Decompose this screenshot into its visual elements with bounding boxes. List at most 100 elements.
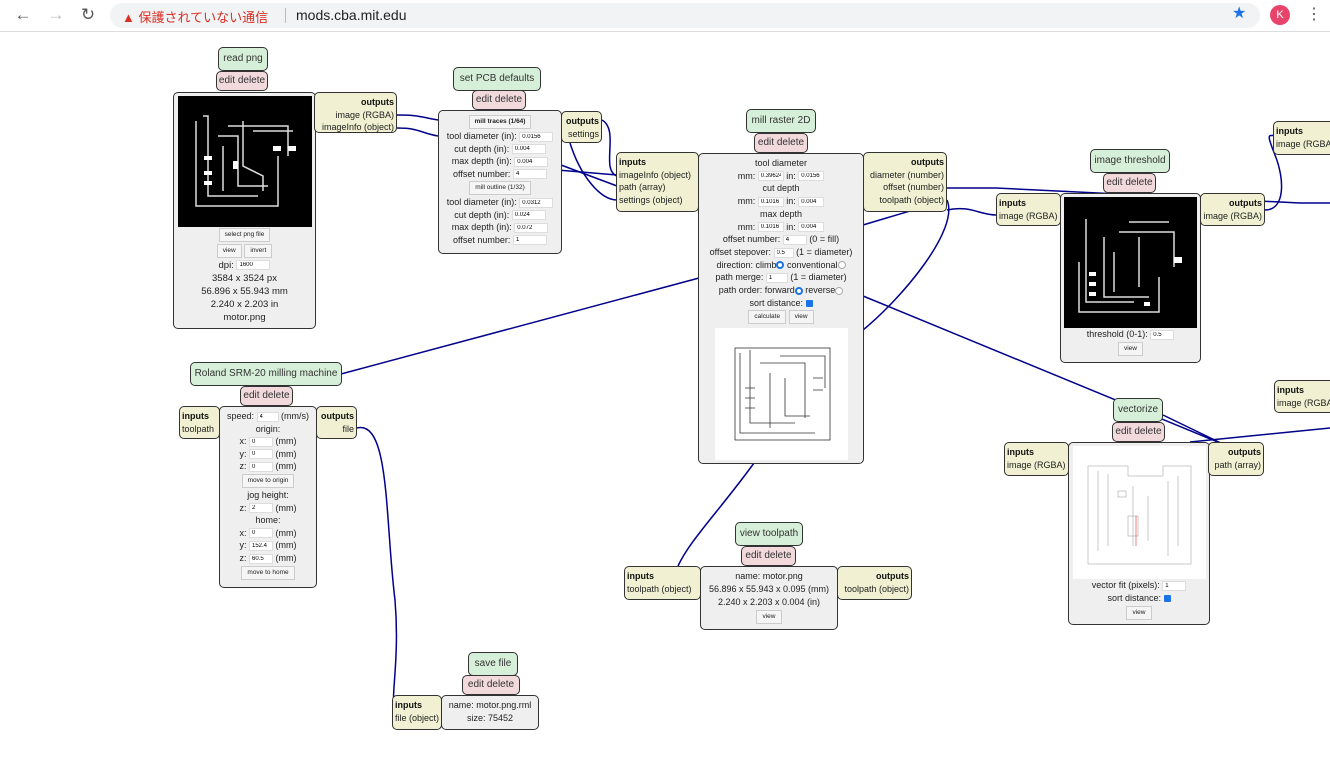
move-to-origin-button[interactable]: move to origin [241, 473, 295, 488]
input-port[interactable]: toolpath (object) [627, 583, 692, 594]
output-port[interactable]: file [342, 423, 354, 434]
conventional-radio[interactable] [837, 261, 846, 270]
profile-avatar[interactable]: K [1270, 5, 1290, 25]
home-z-input[interactable] [249, 553, 273, 564]
output-port[interactable]: image (RGBA) [335, 109, 394, 120]
roland-inputs[interactable]: inputs toolpath [179, 406, 220, 439]
set-pcb-defaults-title[interactable]: set PCB defaults [453, 67, 541, 91]
reload-icon[interactable]: ↻ [80, 5, 96, 24]
input-port[interactable]: settings (object) [619, 194, 683, 205]
reverse-radio[interactable] [835, 286, 844, 295]
jog-z-input[interactable] [249, 503, 273, 514]
image-threshold-title[interactable]: image threshold [1090, 149, 1170, 173]
cut-depth-in-input[interactable] [798, 196, 825, 207]
vectorize-inputs[interactable]: inputs image (RGBA) [1004, 442, 1069, 476]
edit-delete-button[interactable]: edit delete [741, 546, 796, 566]
view-toolpath-title[interactable]: view toolpath [735, 522, 803, 546]
outline-tool-diameter-input[interactable] [519, 197, 554, 208]
threshold-outputs[interactable]: outputs image (RGBA) [1200, 193, 1265, 226]
traces-tool-diameter-input[interactable] [519, 131, 554, 142]
tool-diameter-mm-input[interactable] [757, 171, 784, 182]
stepover-input[interactable] [773, 247, 794, 258]
mill-outputs[interactable]: outputs diameter (number) offset (number… [863, 152, 947, 212]
traces-offset-number-input[interactable] [512, 169, 547, 180]
climb-radio[interactable] [776, 261, 785, 270]
sort-distance-checkbox[interactable] [1163, 595, 1171, 603]
threshold-inputs[interactable]: inputs image (RGBA) [996, 193, 1061, 226]
save-file-inputs[interactable]: inputs file (object) [392, 695, 442, 730]
mill-traces-button[interactable]: mill traces (1/64) [468, 115, 532, 129]
calculate-button[interactable]: calculate [748, 310, 787, 325]
offscreen-module-inputs[interactable]: inputs image (RGBA) [1274, 380, 1330, 413]
path-merge-input[interactable] [765, 272, 788, 283]
speed-input[interactable] [256, 411, 279, 422]
move-to-home-button[interactable]: move to home [241, 565, 295, 580]
max-depth-mm-input[interactable] [757, 222, 784, 233]
origin-y-input[interactable] [249, 449, 273, 460]
edit-delete-button[interactable]: edit delete [240, 386, 293, 406]
forward-icon[interactable]: → [47, 5, 65, 24]
threshold-input[interactable] [1150, 329, 1175, 340]
output-port[interactable]: path (array) [1214, 459, 1261, 470]
view-toolpath-outputs[interactable]: outputs toolpath (object) [837, 566, 912, 600]
roland-srm20-title[interactable]: Roland SRM-20 milling machine [190, 362, 342, 386]
input-port[interactable]: image (RGBA) [1277, 397, 1330, 408]
outline-cut-depth-input[interactable] [511, 210, 546, 221]
roland-outputs[interactable]: outputs file [316, 406, 357, 439]
mill-inputs[interactable]: inputs imageInfo (object) path (array) s… [616, 152, 699, 212]
output-port[interactable]: toolpath (object) [879, 194, 944, 205]
input-port[interactable]: toolpath [182, 423, 215, 434]
view-button[interactable]: view [788, 310, 814, 325]
input-port[interactable]: imageInfo (object) [619, 169, 692, 180]
edit-delete-button[interactable]: edit delete [1112, 422, 1165, 442]
traces-cut-depth-input[interactable] [511, 144, 546, 155]
sort-distance-checkbox[interactable] [805, 299, 813, 307]
bookmark-star-icon[interactable]: ★ [1232, 5, 1247, 22]
forward-radio[interactable] [794, 286, 803, 295]
not-secure-warning[interactable]: ▲ 保護されていない通信 [122, 10, 269, 25]
outline-max-depth-input[interactable] [514, 222, 549, 233]
home-x-input[interactable] [249, 528, 273, 539]
input-port[interactable]: image (RGBA) [1276, 138, 1330, 149]
tool-diameter-in-input[interactable] [798, 171, 825, 182]
output-port[interactable]: diameter (number) [869, 169, 944, 180]
mill-raster-2d-title[interactable]: mill raster 2D [746, 109, 816, 133]
vectorize-outputs[interactable]: outputs path (array) [1208, 442, 1264, 476]
outline-offset-number-input[interactable] [512, 235, 547, 246]
origin-x-input[interactable] [249, 436, 273, 447]
output-port[interactable]: toolpath (object) [844, 583, 909, 594]
invert-button[interactable]: invert [244, 244, 273, 258]
vectorize-title[interactable]: vectorize [1113, 398, 1163, 422]
view-button[interactable]: view [1126, 606, 1152, 620]
input-port[interactable]: image (RGBA) [999, 210, 1058, 221]
dpi-input[interactable] [236, 260, 271, 271]
output-port[interactable]: image (RGBA) [1203, 210, 1262, 221]
edit-delete-button[interactable]: edit delete [462, 675, 520, 695]
input-port[interactable]: image (RGBA) [1007, 459, 1066, 470]
vector-fit-input[interactable] [1162, 580, 1187, 591]
traces-max-depth-input[interactable] [514, 156, 549, 167]
edit-delete-button[interactable]: edit delete [754, 133, 808, 153]
pcb-outputs[interactable]: outputs settings [561, 111, 602, 143]
menu-icon[interactable]: ⋮ [1306, 6, 1322, 23]
back-icon[interactable]: ← [14, 5, 32, 24]
edit-delete-button[interactable]: edit delete [216, 71, 268, 91]
read-png-title[interactable]: read png [218, 47, 268, 71]
view-button[interactable]: view [216, 244, 242, 258]
edit-delete-button[interactable]: edit delete [472, 90, 526, 110]
mill-outline-button[interactable]: mill outline (1/32) [469, 181, 531, 195]
max-depth-in-input[interactable] [798, 222, 825, 233]
output-port[interactable]: offset (number) [883, 182, 944, 192]
save-file-title[interactable]: save file [468, 652, 518, 676]
view-button[interactable]: view [1117, 342, 1143, 356]
edit-delete-button[interactable]: edit delete [1103, 173, 1156, 193]
select-png-file-button[interactable]: select png file [218, 228, 271, 242]
input-port[interactable]: file (object) [395, 712, 440, 723]
offset-number-input[interactable] [782, 234, 807, 245]
offscreen-module-inputs[interactable]: inputs image (RGBA) [1273, 121, 1330, 155]
input-port[interactable]: path (array) [619, 182, 666, 192]
home-y-input[interactable] [249, 540, 273, 551]
read-png-outputs[interactable]: outputs image (RGBA) imageInfo (object) [314, 92, 397, 133]
view-button[interactable]: view [756, 610, 782, 624]
view-toolpath-inputs[interactable]: inputs toolpath (object) [624, 566, 701, 600]
